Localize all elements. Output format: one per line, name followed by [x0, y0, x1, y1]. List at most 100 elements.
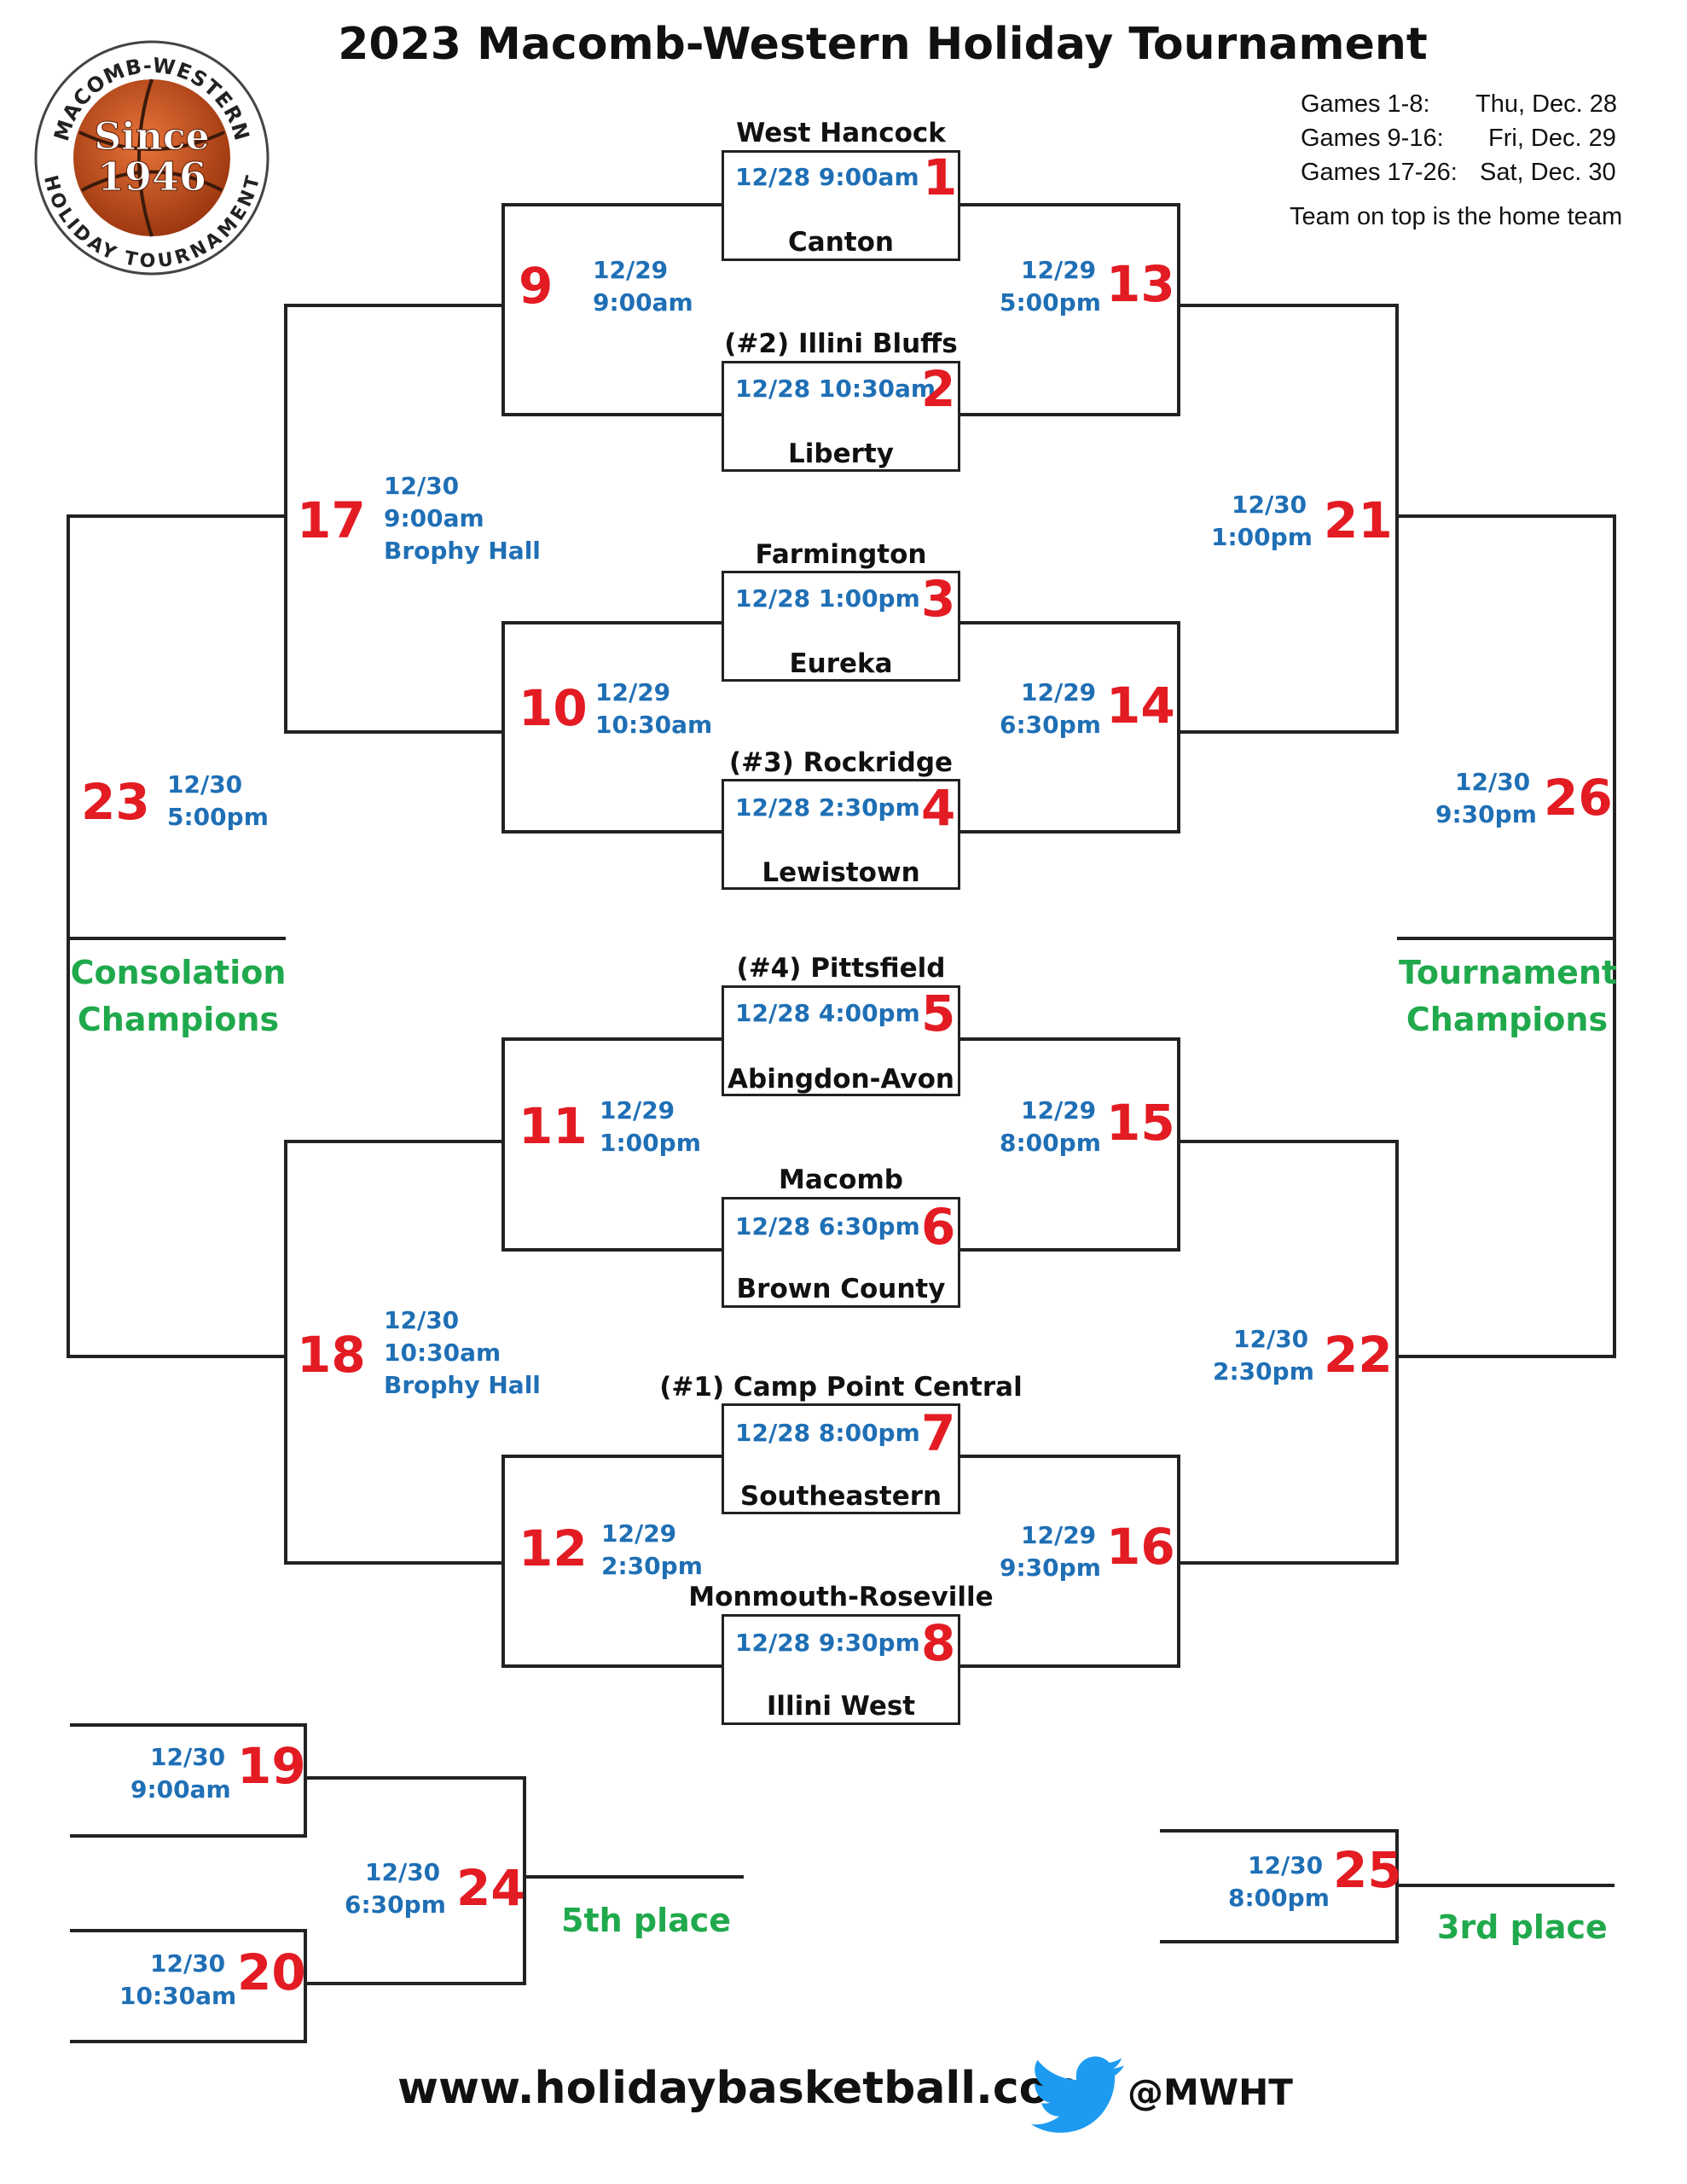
game-time: 5:00pm	[1000, 288, 1101, 317]
game-date: 12/30	[1232, 491, 1307, 519]
schedule-games: Games 1-8:	[1301, 90, 1430, 118]
game-venue: Brophy Hall	[384, 537, 541, 565]
game-number: 10	[519, 679, 588, 737]
game-number: 11	[519, 1097, 588, 1155]
game-number: 26	[1544, 769, 1613, 827]
game-number: 15	[1106, 1094, 1175, 1152]
game-time: 12/28 2:30pm	[735, 793, 920, 822]
game-date: 12/29	[1021, 256, 1097, 284]
game-time: 12/28 8:00pm	[735, 1419, 920, 1447]
game-time: 12/28 1:00pm	[735, 584, 920, 613]
game-3-box	[722, 571, 960, 682]
home-team-note: Team on top is the home team	[1290, 203, 1623, 230]
game-number: 13	[1106, 255, 1175, 313]
game-date: 12/30	[384, 1306, 460, 1334]
game-time: 6:30pm	[1000, 711, 1101, 739]
game-number: 17	[297, 491, 366, 549]
game-time: 8:00pm	[1228, 1884, 1330, 1912]
logo-year: 1946	[97, 154, 206, 200]
twitter-handle[interactable]: @MWHT	[1128, 2071, 1293, 2113]
game-time: 6:30pm	[345, 1891, 446, 1919]
game-8-box	[722, 1614, 960, 1725]
website-link[interactable]: www.holidaybasketball.com	[397, 2063, 1096, 2114]
game-number: 5	[921, 985, 956, 1043]
label-line: Champions	[77, 1001, 280, 1038]
game-date: 12/30	[1248, 1851, 1324, 1879]
game-time: 1:00pm	[1211, 523, 1313, 551]
game-date: 12/29	[1021, 1096, 1097, 1124]
schedule-list: Games 1-8: Thu, Dec. 28 Games 9-16: Fri,…	[1301, 90, 1642, 193]
game-4-box	[722, 779, 960, 890]
game-time: 12/28 9:30pm	[735, 1629, 920, 1657]
game-date: 12/29	[595, 678, 671, 706]
team-name: Illini West	[766, 1691, 916, 1722]
twitter-icon	[1028, 2048, 1130, 2141]
consolation-champions-label: Consolation Champions	[70, 950, 287, 1043]
schedule-row: Games 17-26: Sat, Dec. 30	[1301, 159, 1642, 193]
game-time: 9:00am	[384, 504, 484, 532]
game-7-box	[722, 1403, 960, 1514]
fifth-place-label: 5th place	[561, 1902, 732, 1939]
team-name: Abingdon-Avon	[728, 1064, 954, 1095]
team-name: Monmouth-Roseville	[688, 1582, 994, 1612]
game-date: 12/29	[1021, 678, 1097, 706]
game-number: 12	[519, 1519, 588, 1577]
game-number: 6	[921, 1198, 956, 1256]
game-time: 10:30am	[119, 1982, 237, 2010]
game-time: 9:00am	[130, 1775, 231, 1804]
game-date: 12/30	[1455, 768, 1531, 796]
tournament-logo: MACOMB-WESTERN HOLIDAY TOURNAMENT Since …	[32, 38, 271, 277]
team-name: Farmington	[755, 539, 927, 570]
team-name: Canton	[788, 227, 894, 258]
team-name: Brown County	[736, 1274, 946, 1304]
game-date: 12/30	[1233, 1325, 1309, 1353]
third-place-label: 3rd place	[1437, 1908, 1608, 1946]
game-date: 12/30	[150, 1743, 226, 1771]
game-number: 19	[237, 1737, 306, 1795]
team-name: Lewistown	[762, 857, 920, 888]
team-name: (#1) Camp Point Central	[659, 1372, 1023, 1403]
game-number: 8	[921, 1614, 956, 1672]
game-venue: Brophy Hall	[384, 1371, 541, 1399]
game-time: 9:30pm	[1435, 800, 1537, 828]
game-date: 12/29	[593, 256, 669, 284]
game-date: 12/30	[150, 1949, 226, 1978]
game-time: 5:00pm	[167, 803, 269, 831]
game-time: 10:30am	[595, 711, 713, 739]
page-title: 2023 Macomb-Western Holiday Tournament	[338, 19, 1428, 70]
game-number: 16	[1106, 1518, 1175, 1576]
game-number: 24	[456, 1859, 525, 1917]
game-number: 4	[921, 779, 956, 837]
team-name: Macomb	[779, 1165, 903, 1195]
game-number: 22	[1324, 1326, 1393, 1384]
game-number: 1	[923, 148, 958, 206]
schedule-date: Sat, Dec. 30	[1480, 159, 1616, 186]
schedule-games: Games 17-26:	[1301, 159, 1458, 186]
game-time: 9:00am	[593, 288, 693, 317]
game-date: 12/29	[600, 1096, 675, 1124]
game-date: 12/30	[384, 472, 460, 500]
game-number: 18	[297, 1326, 366, 1384]
team-name: West Hancock	[736, 118, 946, 148]
game-6-box	[722, 1197, 960, 1308]
game-number: 2	[921, 360, 956, 418]
tournament-champions-label: Tournament Champions	[1399, 950, 1617, 1043]
game-1-box	[722, 150, 960, 261]
game-date: 12/29	[1021, 1521, 1097, 1549]
game-number: 9	[519, 257, 554, 315]
game-time: 12/28 6:30pm	[735, 1212, 920, 1240]
game-date: 12/30	[167, 770, 243, 799]
game-time: 9:30pm	[1000, 1554, 1101, 1582]
game-date: 12/29	[601, 1519, 677, 1548]
game-time: 1:00pm	[600, 1129, 701, 1157]
team-name: (#2) Illini Bluffs	[724, 328, 958, 359]
team-name: (#4) Pittsfield	[736, 953, 946, 984]
game-number: 3	[921, 570, 956, 628]
game-date: 12/30	[365, 1858, 441, 1886]
game-time: 10:30am	[384, 1339, 501, 1367]
label-line: Champions	[1406, 1001, 1609, 1038]
logo-since: Since	[94, 115, 209, 159]
game-number: 7	[921, 1404, 956, 1462]
schedule-games: Games 9-16:	[1301, 125, 1444, 152]
